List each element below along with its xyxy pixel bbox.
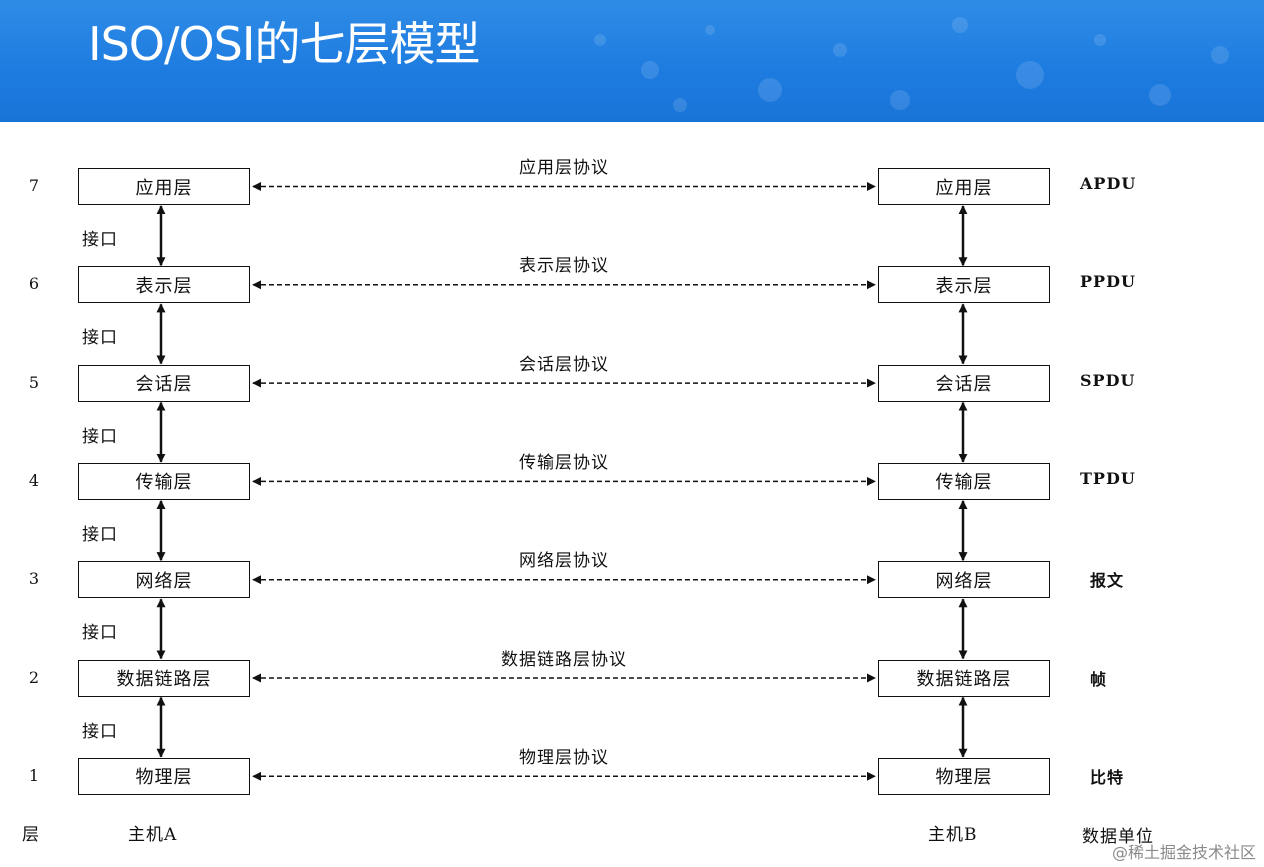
host-a-label: 主机A bbox=[128, 825, 178, 845]
protocol-label: 应用层协议 bbox=[519, 158, 609, 178]
interface-label: 接口 bbox=[82, 721, 118, 742]
layer-number: 4 bbox=[28, 470, 40, 490]
protocol-label: 网络层协议 bbox=[519, 551, 609, 572]
protocol-label: 数据链路层协议 bbox=[501, 649, 627, 670]
layer-box-host-a: 数据链路层 bbox=[78, 659, 250, 697]
layer-box-host-a: 网络层 bbox=[78, 561, 250, 599]
layer-box-host-b: 会话层 bbox=[878, 364, 1050, 402]
host-b-label: 主机B bbox=[928, 825, 978, 845]
layer-box-host-a: 传输层 bbox=[78, 462, 250, 500]
layer-box-host-b: 应用层 bbox=[878, 168, 1050, 205]
layer-box-host-a: 表示层 bbox=[78, 266, 250, 304]
data-unit-label: 数据单位 bbox=[1082, 827, 1154, 847]
watermark: @稀土掘金技术社区 bbox=[1111, 843, 1256, 862]
protocol-label: 传输层协议 bbox=[519, 452, 609, 473]
pdu-label: 比特 bbox=[1090, 767, 1125, 787]
layer-box-host-a: 物理层 bbox=[78, 757, 250, 795]
pdu-label: APDU bbox=[1080, 174, 1137, 193]
layer-box-host-b: 物理层 bbox=[878, 757, 1050, 795]
interface-label: 接口 bbox=[82, 623, 118, 644]
interface-label: 接口 bbox=[82, 524, 118, 545]
protocol-label: 物理层协议 bbox=[519, 747, 609, 768]
diagram-arrows bbox=[156, 182, 968, 781]
layer-number: 7 bbox=[28, 176, 40, 195]
layer-number: 5 bbox=[28, 372, 40, 392]
layer-box-host-b: 表示层 bbox=[878, 266, 1050, 304]
layer-box-host-b: 网络层 bbox=[878, 561, 1050, 599]
layer-number: 2 bbox=[28, 667, 40, 687]
page-title: ISO/OSI的七层模型 bbox=[88, 17, 480, 71]
pdu-label: SPDU bbox=[1080, 370, 1136, 390]
pdu-label: 报文 bbox=[1090, 571, 1125, 591]
slide-header: ISO/OSI的七层模型 bbox=[0, 0, 1264, 122]
layer-box-host-b: 数据链路层 bbox=[878, 659, 1050, 697]
pdu-label: TPDU bbox=[1080, 468, 1136, 488]
header-decoration bbox=[594, 17, 1229, 112]
interface-label: 接口 bbox=[82, 230, 118, 250]
layer-box-host-a: 应用层 bbox=[78, 168, 250, 205]
pdu-label: PPDU bbox=[1080, 272, 1136, 292]
layer-box-host-b: 传输层 bbox=[878, 462, 1050, 500]
protocol-label: 会话层协议 bbox=[519, 354, 609, 375]
interface-label: 接口 bbox=[82, 426, 118, 447]
layer-number: 6 bbox=[28, 274, 40, 294]
layer-number: 3 bbox=[28, 569, 40, 589]
layer-number: 1 bbox=[28, 765, 40, 785]
layer-box-host-a: 会话层 bbox=[78, 364, 250, 402]
protocol-label: 表示层协议 bbox=[519, 256, 609, 277]
layer-column-label: 层 bbox=[22, 825, 40, 845]
osi-diagram: 7 应用层 应用层 应用层协议 APDU 接口 6 表示层 表示层 表示层协议 PPDU 接口 5 会话层… bbox=[0, 122, 1264, 867]
pdu-label: 帧 bbox=[1090, 669, 1108, 689]
interface-label: 接口 bbox=[82, 328, 118, 349]
